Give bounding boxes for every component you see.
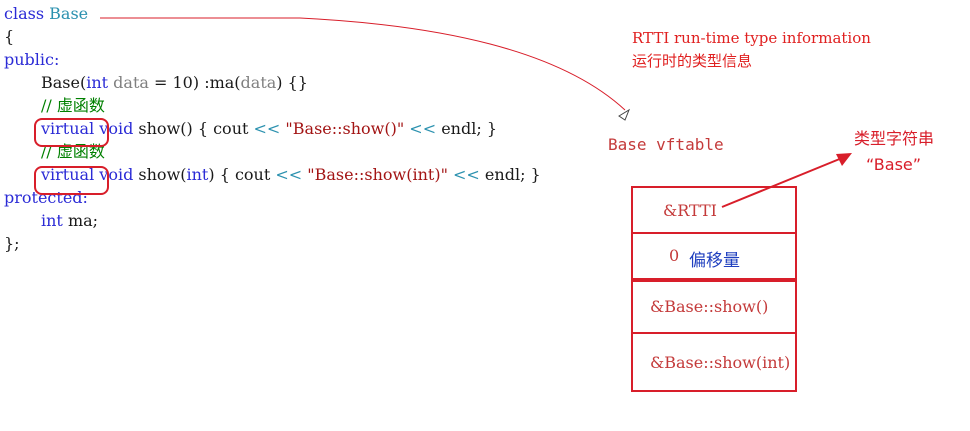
virtual-keyword-1: virtual (41, 119, 95, 138)
virtual-highlight-2 (34, 166, 109, 195)
rtti-arrowhead (836, 153, 852, 166)
annotation-base-string: “Base” (866, 155, 922, 174)
class-name: Base (49, 4, 89, 23)
virtual-keyword-2: virtual (41, 165, 95, 184)
vftable-row-show-int: &Base::show(int) (631, 332, 797, 392)
code-line-3: public: (4, 50, 60, 69)
code-line-2: { (4, 27, 15, 46)
vftable-title: Base vftable (608, 135, 724, 154)
rtti-note-line1: RTTI run-time type information (632, 29, 871, 47)
code-line-5-comment: // 虚函数 (41, 96, 105, 115)
rtti-note-line2: 运行时的类型信息 (632, 52, 753, 70)
annotation-type-string: 类型字符串 (854, 129, 935, 148)
code-line-9: protected: (4, 188, 88, 207)
keyword-class: class (4, 4, 45, 23)
code-line-11: }; (4, 234, 20, 253)
vftable-row-offset: 0 偏移量 (631, 232, 797, 280)
code-line-6: virtual void show() { cout << "Base::sho… (41, 119, 497, 138)
pencil-cursor-icon (618, 108, 631, 121)
code-line-8: virtual void show(int) { cout << "Base::… (41, 165, 541, 184)
code-line-1: class Base (4, 2, 88, 25)
code-line-10: int ma; (41, 211, 99, 230)
virtual-highlight-1 (34, 118, 109, 147)
rtti-arrow (721, 157, 843, 208)
class-to-vftable-arrow (100, 17, 626, 111)
code-line-4: Base(int data = 10) :ma(data) {} (41, 73, 308, 92)
